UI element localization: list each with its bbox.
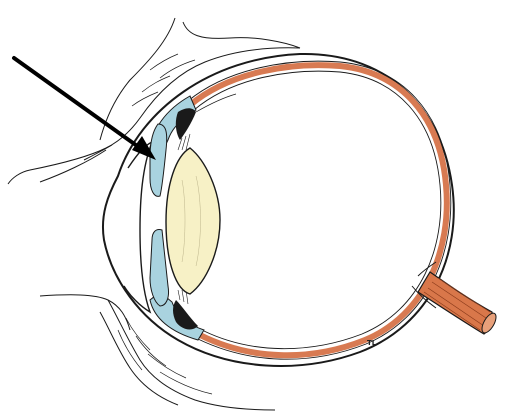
iris-upper: [149, 123, 168, 197]
arrow-icon: [12, 56, 156, 160]
retina-inner-line: [193, 70, 442, 350]
choroid: [188, 62, 450, 359]
lens-texture: [181, 175, 201, 267]
optic-nerve-cut: [481, 312, 497, 334]
upper-eyelid: [7, 17, 301, 185]
ciliary-body-lower: [173, 300, 198, 330]
cornea: [123, 140, 154, 314]
lower-eyelid: [39, 294, 276, 411]
iris-lower: [149, 229, 169, 307]
lens: [165, 147, 221, 295]
zonular-fibers: [177, 133, 191, 305]
ciliary-body-upper: [175, 108, 196, 140]
artist-signature: TL: [367, 339, 377, 347]
optic-nerve-fibers: [423, 277, 491, 331]
hyaloid-line: [195, 93, 237, 113]
choroid-outline-outer: [187, 60, 452, 360]
nerve-sheath: [411, 261, 437, 309]
